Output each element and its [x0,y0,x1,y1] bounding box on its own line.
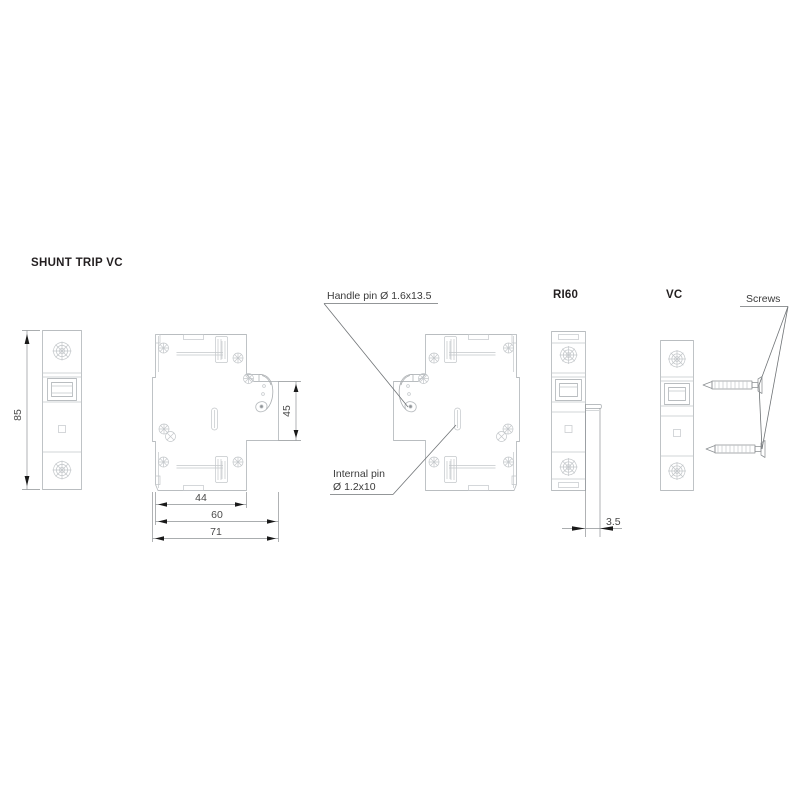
vc-terminal-screw-top [668,350,686,368]
ri60-terminal-screw-bottom [559,458,578,476]
side-screw-top-left-mirror [428,352,440,364]
screws-leader [740,306,789,450]
dimension-44: 44 [155,492,247,508]
dim-71-label: 71 [210,526,222,538]
page-title: SHUNT TRIP VC [31,257,123,269]
indicator-window [58,425,66,433]
screws-label: Screws [746,293,780,305]
dim-85-label: 85 [12,409,24,421]
terminal-cavity-top [215,336,228,363]
terminal-cavity-bottom-mirror [444,456,457,483]
side-screw-top-left [158,342,169,354]
side-screw-top-right-mirror [503,342,514,354]
dim-60-label: 60 [211,509,223,521]
side-screw-bottom-left-mirror [428,456,440,468]
internal-pin-label-line2: Ø 1.2x10 [333,481,376,493]
side-screw-bottom-right [232,456,244,468]
view-label-vc: VC [666,289,682,301]
internal-pin-mirror [454,407,461,431]
vc-view [660,340,694,491]
handle-pin-label: Handle pin Ø 1.6x13.5 [327,290,432,302]
ri60-protruding-pin [585,404,602,411]
dimension-60: 60 [155,492,279,525]
cam-screw [243,373,254,384]
side-view-right-mirrored [393,334,520,491]
dimension-height-45: 45 [278,381,301,441]
side-screw-mid-mirror [496,423,514,442]
internal-pin-label-line1: Internal pin [333,468,385,480]
terminal-cavity-top-mirror [444,336,457,363]
side-view-left [152,334,279,491]
terminal-cavity-bottom [215,456,228,483]
ri60-terminal-screw-top [559,346,578,364]
ri60-indicator-window [564,425,573,433]
front-view [42,330,82,490]
dimension-height-85: 85 [12,330,40,490]
view-label-ri60: RI60 [553,289,578,301]
dim-45-label: 45 [281,405,293,417]
ri60-toggle-handle [555,379,582,401]
annotation-internal-pin: Internal pin Ø 1.2x10 [330,424,457,495]
internal-pin [211,407,218,431]
terminal-screw-top [52,341,72,361]
ri60-view [551,331,602,491]
side-screw-bottom-right-mirror [503,456,514,468]
vc-indicator-window [673,429,681,437]
screw-lower [705,440,766,458]
toggle-handle [47,378,77,401]
vc-terminal-screw-bottom [668,462,686,480]
dimension-3-5: 3.5 [562,404,622,537]
dim-3-5-label: 3.5 [606,516,621,528]
side-screw-bottom-left [158,456,169,468]
side-screw-mid [158,423,176,442]
screw-upper [702,376,763,394]
terminal-screw-bottom [52,460,72,480]
vc-toggle-handle [664,383,690,405]
dim-44-label: 44 [195,492,207,504]
annotation-handle-pin: Handle pin Ø 1.6x13.5 [323,290,438,408]
dimension-71: 71 [152,492,279,542]
side-screw-top-right [232,352,244,364]
cam-screw-mirror [418,373,429,384]
